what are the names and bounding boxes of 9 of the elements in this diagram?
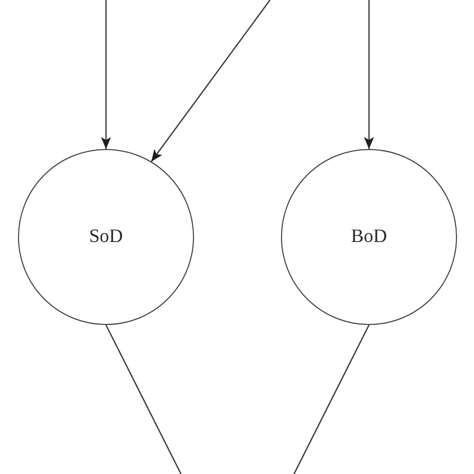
connector-line [293, 324, 370, 474]
arrow [150, 0, 271, 162]
connector-line [105, 324, 182, 474]
circle-node [281, 149, 457, 325]
node-label: BoD [351, 226, 387, 248]
arrow [101, 0, 111, 149]
node-label: SoD [89, 226, 123, 248]
circle-node [18, 149, 194, 325]
arrow [364, 0, 374, 149]
